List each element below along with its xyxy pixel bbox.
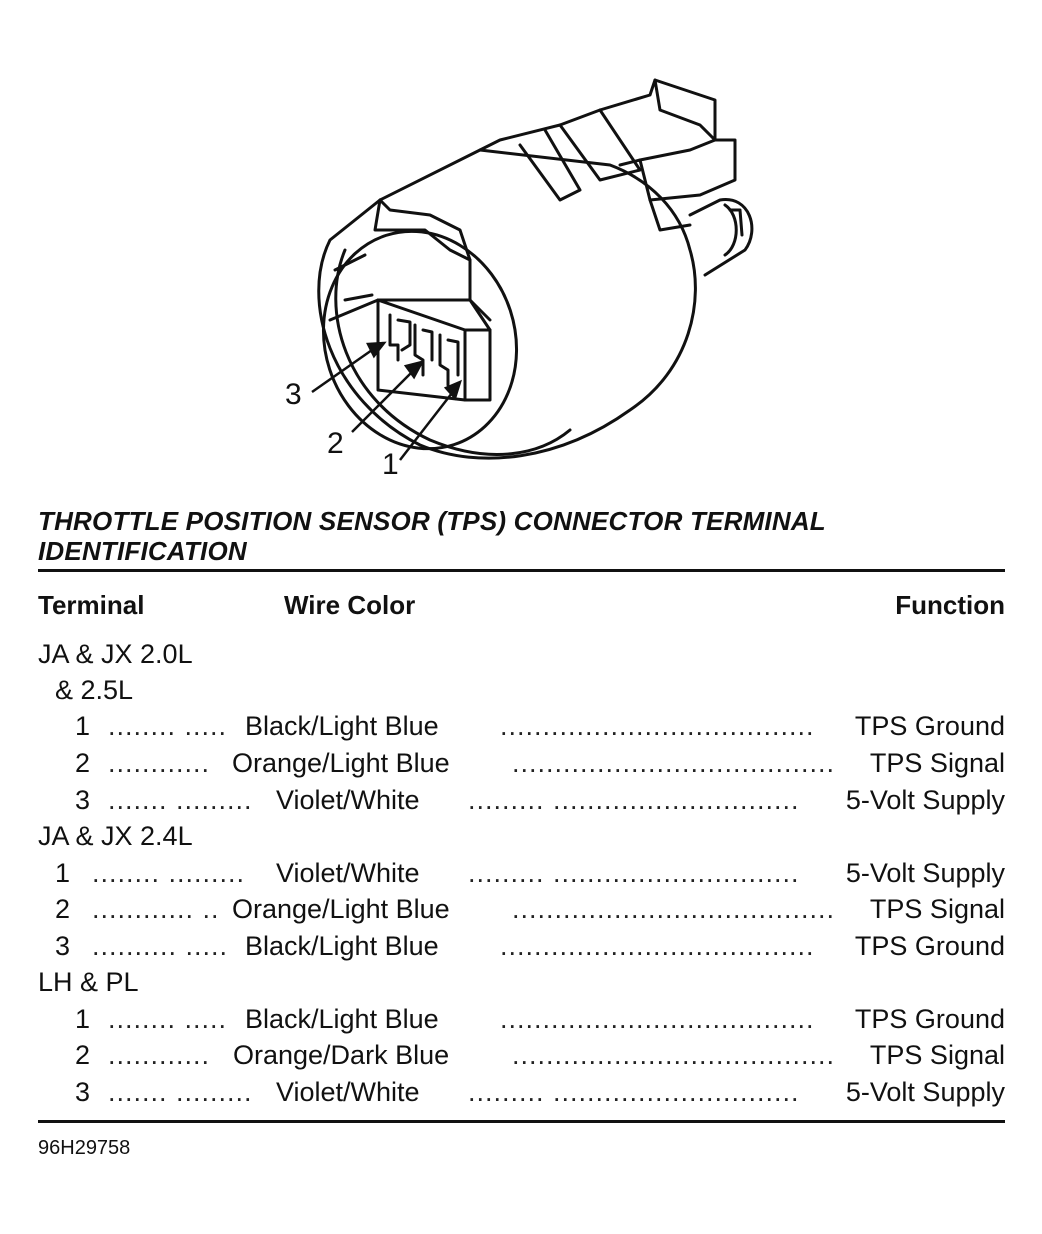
function: TPS Signal: [869, 894, 1005, 924]
leader-dots: ....... .........: [108, 785, 253, 815]
terminal-number: 1: [55, 858, 71, 888]
wire-color: Violet/White: [276, 1077, 420, 1107]
leader-dots: ........................................…: [512, 894, 834, 924]
table-row: 3 .......... ..... Black/Light Blue ....…: [0, 928, 1042, 964]
terminal-number: 3: [55, 931, 71, 961]
leader-dots: ......... ..............................: [468, 1077, 800, 1107]
group-label: JA & JX 2.4L: [38, 821, 193, 851]
connector-body: [317, 148, 697, 460]
function: TPS Ground: [854, 931, 1005, 961]
connector-illustration: [311, 78, 754, 461]
leader-dots: ........................................…: [500, 931, 816, 961]
terminal-number: 2: [55, 894, 71, 924]
wire-color: Orange/Light Blue: [232, 748, 450, 778]
function: 5-Volt Supply: [845, 785, 1005, 815]
callout-2: 2: [327, 427, 344, 460]
function: TPS Signal: [869, 748, 1005, 778]
function: TPS Ground: [854, 1004, 1005, 1034]
group-label: LH & PL: [38, 967, 139, 997]
wire-color: Black/Light Blue: [245, 931, 439, 961]
terminal-number: 2: [75, 1040, 91, 1070]
function: 5-Volt Supply: [845, 858, 1005, 888]
header-wire-color: Wire Color: [284, 590, 416, 620]
table-row: 1 ........ ......... Violet/White ......…: [0, 855, 1042, 891]
header-terminal: Terminal: [38, 590, 145, 620]
leader-dots: .......... .....: [92, 931, 229, 961]
bottom-rule: [38, 1120, 1005, 1123]
terminal-number: 2: [75, 748, 91, 778]
function: 5-Volt Supply: [845, 1077, 1005, 1107]
leader-dots: ........................................…: [500, 711, 816, 741]
terminal-number: 1: [75, 1004, 91, 1034]
connector-latch: [478, 78, 717, 167]
table-row: 3 ....... ......... Violet/White .......…: [0, 782, 1042, 818]
table-row: 1 ........ ..... Black/Light Blue ......…: [0, 708, 1042, 744]
wire-color: Violet/White: [276, 858, 420, 888]
table-row: 2 ............ Orange/Light Blue .......…: [0, 745, 1042, 781]
group-label: JA & JX 2.0L: [38, 639, 193, 669]
leader-dots: ............ ....: [92, 894, 216, 924]
header-function: Function: [895, 590, 1005, 620]
function: TPS Signal: [869, 1040, 1005, 1070]
terminal-number: 3: [75, 1077, 91, 1107]
callout-1: 1: [382, 448, 399, 481]
table-row: 2 ............ Orange/Dark Blue ........…: [0, 1037, 1042, 1073]
table-row: 1 ........ ..... Black/Light Blue ......…: [0, 1001, 1042, 1037]
terminal-block: [376, 298, 492, 402]
leader-dots: ........................................…: [500, 1004, 816, 1034]
leader-dots: ........ .....: [108, 1004, 228, 1034]
table-row: 2 ............ .... Orange/Light Blue ..…: [0, 891, 1042, 927]
top-rule: [38, 569, 1005, 572]
callout-3: 3: [285, 378, 302, 411]
leader-dots: ............: [108, 748, 211, 778]
terminal-number: 3: [75, 785, 91, 815]
wire-color: Orange/Light Blue: [232, 894, 450, 924]
wire-color: Black/Light Blue: [245, 711, 439, 741]
wire-color: Black/Light Blue: [245, 1004, 439, 1034]
leader-dots: ......... ..............................: [468, 785, 800, 815]
wire-color: Orange/Dark Blue: [233, 1040, 450, 1070]
leader-dots: ........ .....: [108, 711, 228, 741]
function: TPS Ground: [854, 711, 1005, 741]
figure-code: 96H29758: [38, 1137, 131, 1159]
leader-dots: ......... ..............................: [468, 858, 800, 888]
leader-dots: ............: [108, 1040, 211, 1070]
table-title: THROTTLE POSITION SENSOR (TPS) CONNECTOR…: [38, 506, 826, 566]
leader-dots: ........................................…: [512, 1040, 834, 1070]
group-label-continued: & 2.5L: [55, 675, 134, 705]
connector-face: [334, 248, 572, 456]
table-row: 3 ....... ......... Violet/White .......…: [0, 1074, 1042, 1110]
leader-dots: ....... .........: [108, 1077, 253, 1107]
leader-dots: ........................................…: [512, 748, 834, 778]
wire-color: Violet/White: [276, 785, 420, 815]
terminal-number: 1: [75, 711, 91, 741]
leader-dots: ........ .........: [92, 858, 246, 888]
